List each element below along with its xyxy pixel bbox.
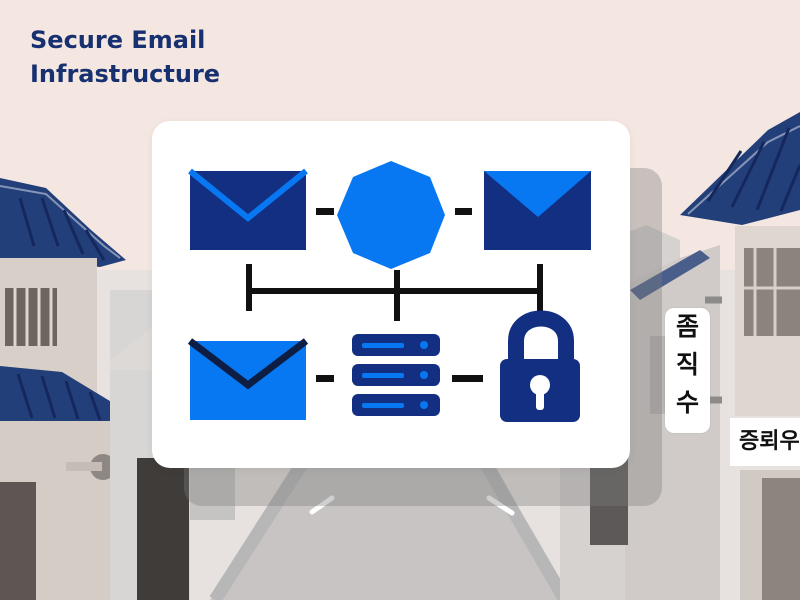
padlock-shackle	[508, 310, 574, 359]
envelope-flap	[484, 171, 591, 217]
email-envelope-icon	[187, 338, 309, 420]
sign-character: 직	[675, 350, 699, 379]
octagon-icon	[337, 161, 445, 269]
title-line-2: Infrastructure	[30, 60, 221, 88]
sign-character: 좀	[675, 312, 699, 341]
server-stack-icon	[352, 334, 440, 416]
server-light	[420, 341, 428, 349]
email-envelope-icon	[484, 171, 591, 250]
left-hanok-building	[0, 178, 133, 600]
padlock-icon	[500, 310, 580, 422]
title-line-1: Secure Email	[30, 26, 206, 54]
envelope-flap	[187, 338, 309, 390]
server-light	[420, 401, 428, 409]
server-light	[420, 371, 428, 379]
server-indicator	[362, 343, 404, 348]
right-small-roof	[630, 250, 710, 300]
network-connector	[246, 264, 543, 321]
sign-character: 수	[675, 388, 699, 417]
road-marking	[309, 495, 335, 515]
secure-email-diagram-card	[152, 121, 630, 468]
connector	[316, 208, 334, 215]
page-title: Secure Email Infrastructure	[30, 23, 300, 91]
top-row-connectors	[316, 208, 472, 215]
server-indicator	[362, 373, 404, 378]
right-upper-window-bars	[744, 248, 800, 336]
connector	[455, 208, 472, 215]
left-lower-roof	[0, 366, 133, 421]
vertical-shop-sign: 좀 직 수	[665, 308, 710, 433]
left-side-doorway	[137, 458, 189, 600]
right-roof-tiles	[706, 127, 800, 212]
left-roof-tiles	[18, 197, 106, 261]
left-roof-highlight	[0, 185, 121, 259]
road-marking	[486, 495, 515, 516]
connector	[316, 375, 334, 382]
left-lamp-arm	[66, 462, 102, 471]
keyhole-stem	[536, 390, 544, 410]
horizontal-shop-sign: 증뢰우	[730, 418, 800, 466]
connector	[452, 375, 483, 382]
secure-email-diagram	[187, 161, 591, 422]
server-indicator	[362, 403, 404, 408]
envelope-flap	[188, 168, 308, 222]
left-lower-roof-tiles	[16, 373, 102, 421]
right-hanok-building	[680, 112, 800, 600]
right-upper-window	[744, 248, 800, 336]
left-door	[0, 482, 36, 600]
right-shop-window	[762, 478, 800, 600]
left-window	[5, 288, 57, 346]
left-lamp	[90, 454, 116, 480]
keyhole	[530, 375, 550, 395]
email-envelope-icon	[188, 168, 308, 250]
left-window-bars	[13, 288, 53, 346]
